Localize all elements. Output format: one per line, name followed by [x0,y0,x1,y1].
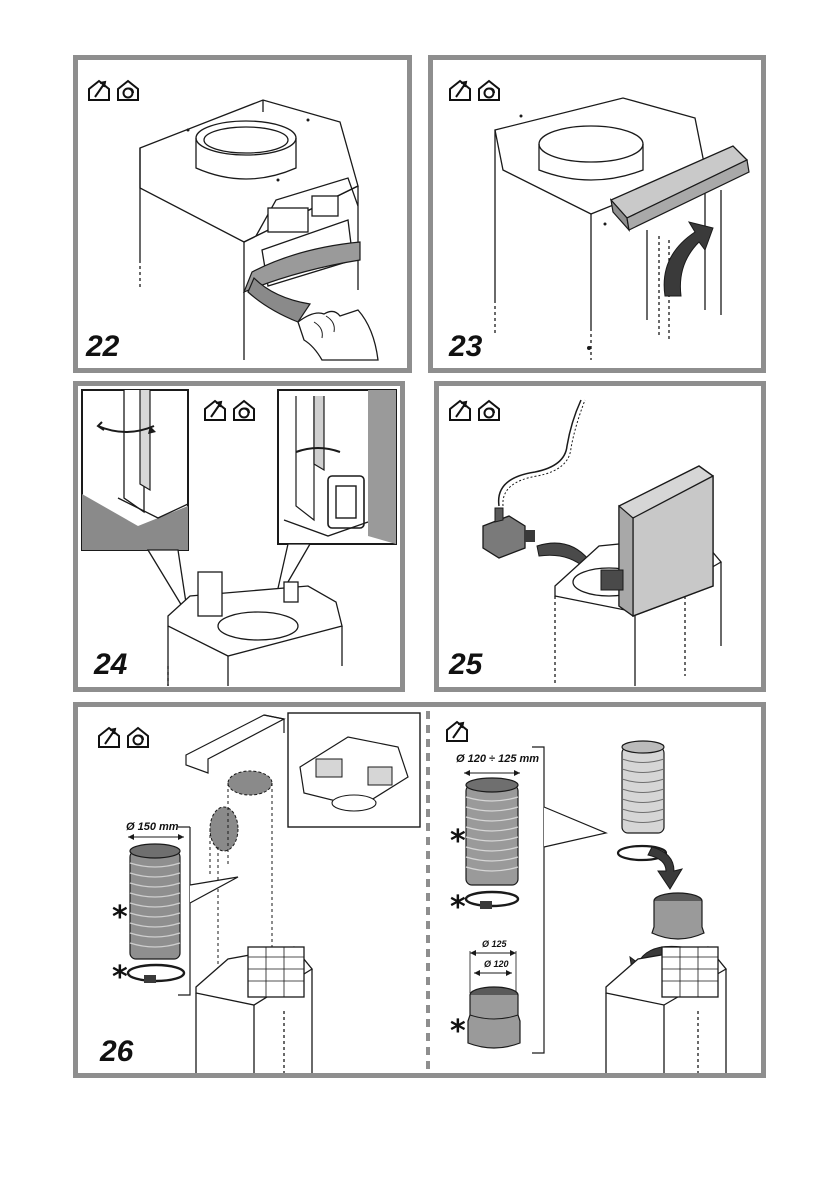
step-number: 22 [86,330,120,363]
step-25-panel: 25 [434,381,766,692]
recirculation-icon [476,398,502,422]
mode-icons [447,398,502,422]
recirculation-icon [125,725,151,749]
duct-diameter-150: Ø 150 mm [126,821,179,833]
mode-icons [447,78,502,102]
step-25-illustration [482,399,722,686]
step-23-illustration [494,97,750,360]
step-number: 25 [449,648,483,681]
asterisk-clamp-left: * [112,960,128,995]
mode-icons [86,78,141,102]
outdoor-exhaust-icon [447,78,473,102]
outdoor-exhaust-icon [96,725,122,749]
asterisk-duct-right: * [450,824,466,859]
step-23-panel: 23 [428,55,766,373]
outdoor-exhaust-icon [447,398,473,422]
adapter-diameter-125: Ø 125 [482,939,507,949]
step-22-illustration [139,99,379,361]
duct-diameter-120-125: Ø 120 ÷ 125 mm [456,753,540,765]
step-24-illustration [81,389,397,686]
step-26-illustration [126,711,727,1073]
asterisk-duct-left: * [112,900,128,935]
step-number: 23 [449,330,483,363]
outdoor-exhaust-icon [202,398,228,422]
asterisk-adapter: * [450,1014,466,1049]
step-number: 24 [94,648,128,681]
outdoor-exhaust-icon [86,78,112,102]
recirculation-icon [115,78,141,102]
asterisk-clamp-right: * [450,890,466,925]
mode-icons [96,725,151,749]
step-24-panel: 24 [73,381,405,692]
step-26-panel: Ø 150 mm Ø 120 ÷ 125 mm Ø 125 Ø 120 * * … [73,702,766,1078]
mode-icons-right [444,719,470,743]
mode-icons [202,398,257,422]
outdoor-exhaust-icon [444,719,470,743]
recirculation-icon [231,398,257,422]
adapter-diameter-120: Ø 120 [484,959,509,969]
step-number: 26 [100,1035,134,1068]
recirculation-icon [476,78,502,102]
step-22-panel: 22 [73,55,412,373]
